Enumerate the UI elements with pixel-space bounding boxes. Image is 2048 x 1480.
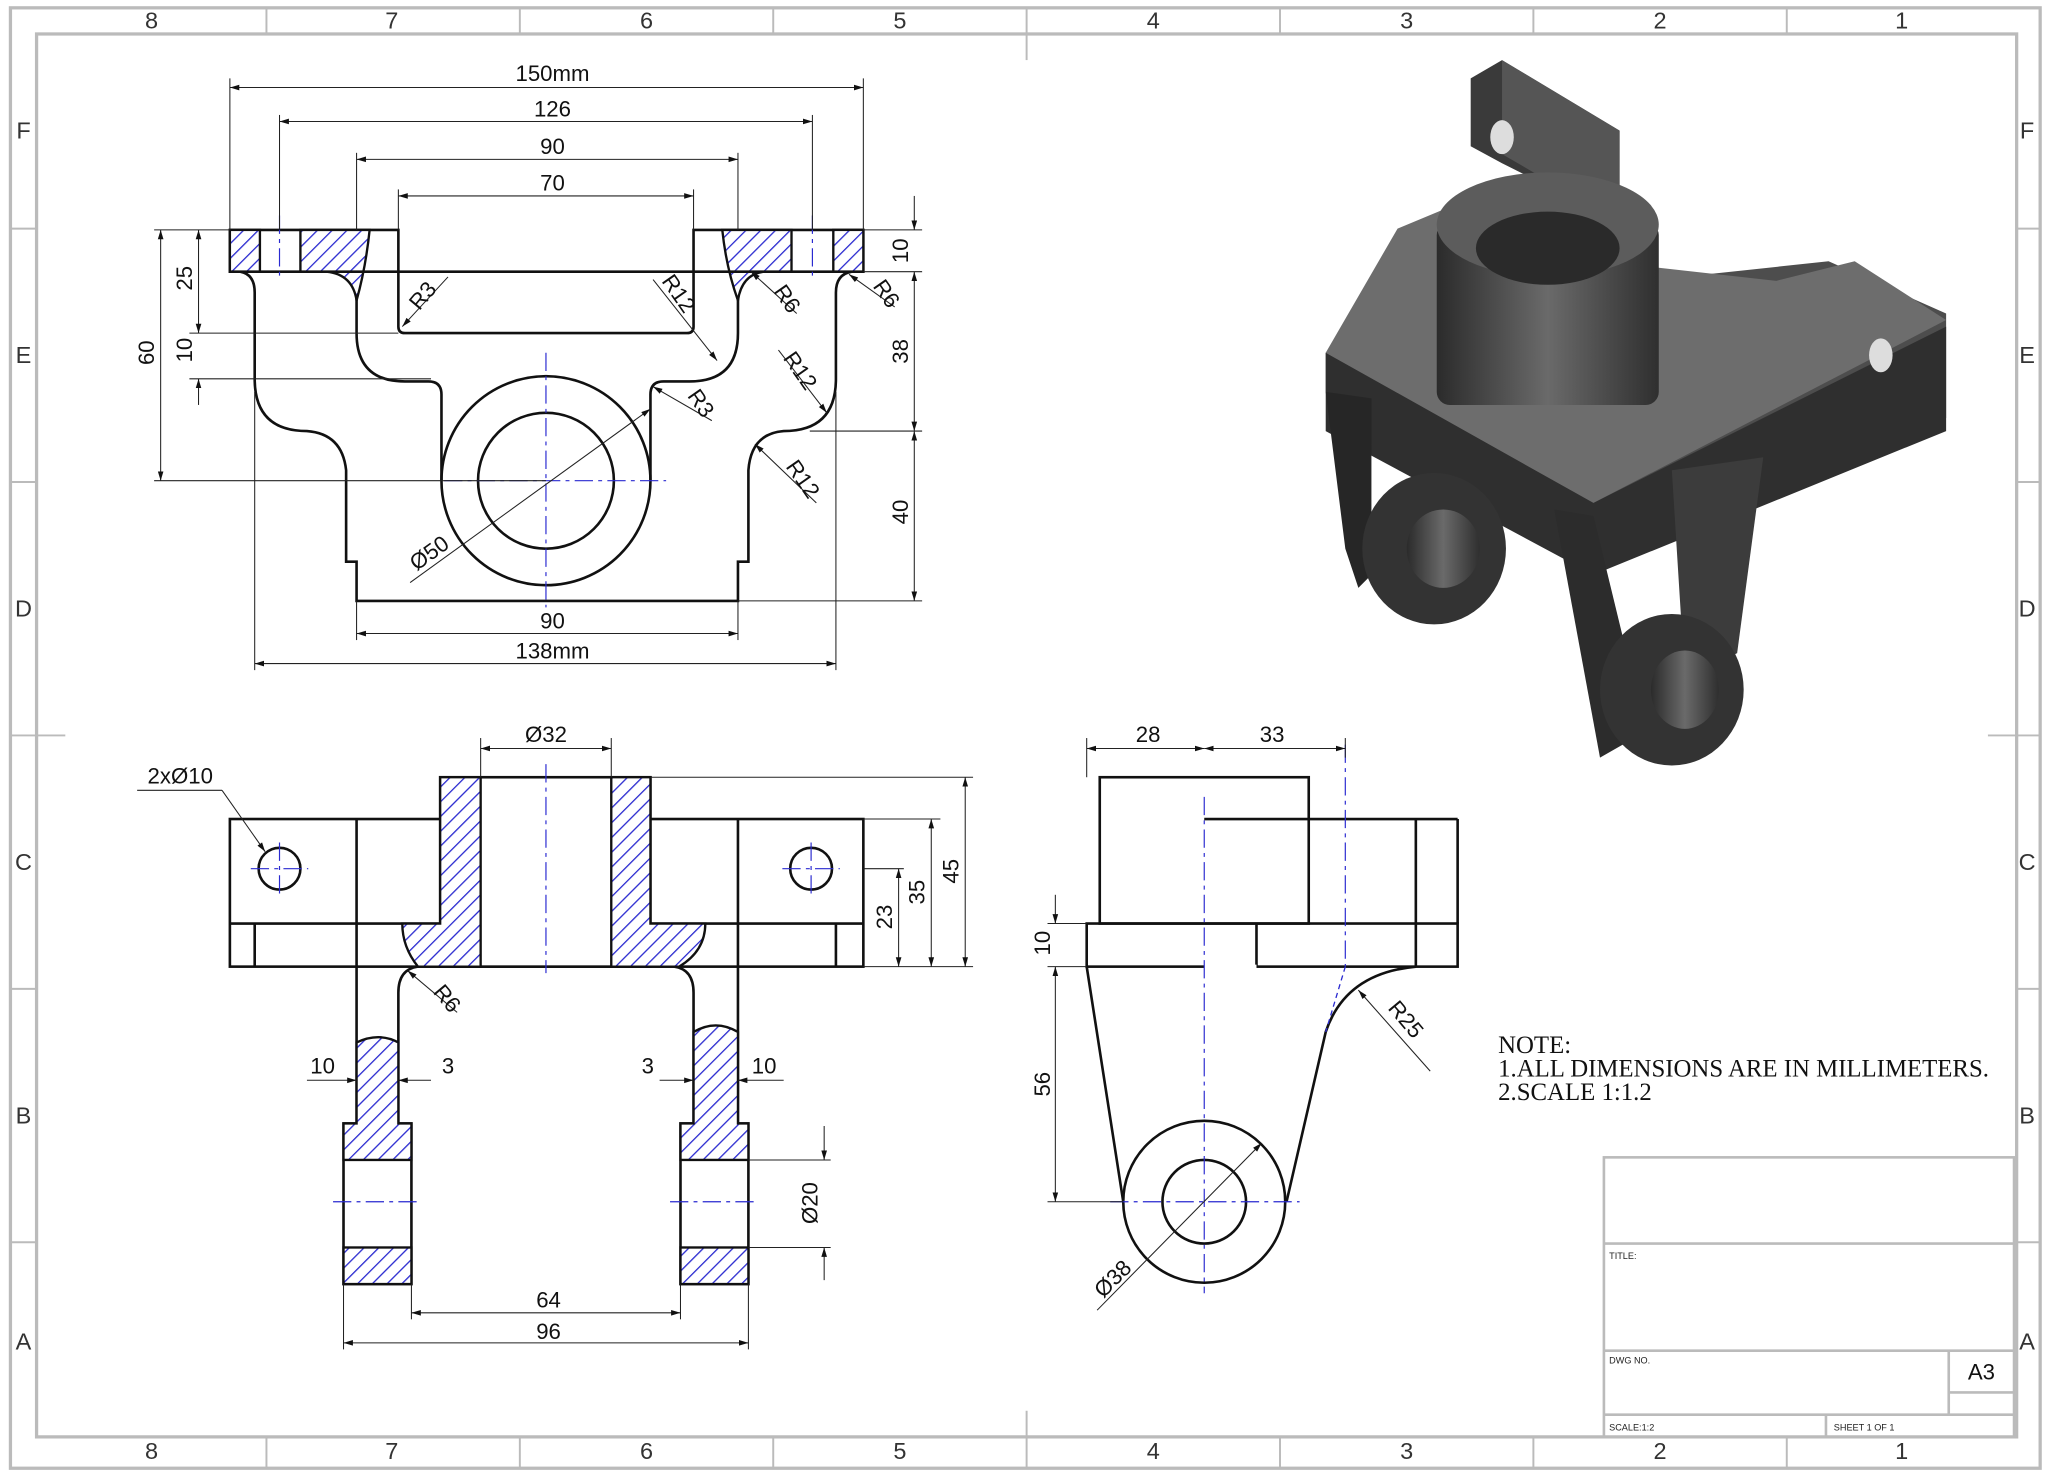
zone-col-label: 7 — [385, 8, 398, 34]
front-section-view: 150mm 126 90 70 10 38 40 25 10 60 R3 R12… — [134, 61, 923, 671]
zone-row-label: F — [16, 117, 30, 143]
zone-col-label: 5 — [893, 1438, 906, 1464]
note-heading: NOTE: — [1498, 1032, 1571, 1059]
zone-col-label: 7 — [385, 1438, 398, 1464]
dim-r6-outer: R6 — [868, 275, 905, 313]
dim-10: 10 — [1030, 931, 1055, 956]
zone-col-label: 4 — [1147, 8, 1160, 34]
top-section-view: Ø32 2xØ10 23 35 45 R6 10 3 3 10 Ø20 64 9… — [137, 722, 974, 1350]
dim-width-138: 138mm — [515, 638, 589, 663]
sheet-frame — [8, 6, 2042, 1470]
zone-row-label: A — [2019, 1328, 2035, 1354]
dim-height-38: 38 — [888, 339, 913, 364]
zone-col-label: 4 — [1147, 1438, 1160, 1464]
dim-r6-inner: R6 — [769, 280, 806, 318]
zone-col-label: 1 — [1895, 1438, 1908, 1464]
zone-row-label: D — [15, 596, 32, 622]
note-line-1: 1.ALL DIMENSIONS ARE IN MILLIMETERS. — [1498, 1055, 1989, 1082]
dim-2x-dia-10: 2xØ10 — [148, 764, 213, 789]
dim-28: 28 — [1136, 722, 1161, 747]
dim-r6: R6 — [429, 979, 466, 1017]
zone-col-label: 8 — [145, 1438, 158, 1464]
zone-row-label: B — [16, 1102, 32, 1128]
zone-row-label: B — [2019, 1102, 2035, 1128]
dim-depth-25: 25 — [172, 266, 197, 291]
sheet-number: SHEET 1 OF 1 — [1834, 1422, 1895, 1432]
zone-row-label: E — [16, 342, 32, 368]
zone-labels: 8 7 6 5 4 3 2 1 8 7 6 5 4 3 2 1 F E D C … — [15, 8, 2036, 1464]
dim-10-right-leg: 10 — [752, 1054, 777, 1079]
dim-64: 64 — [536, 1288, 561, 1313]
zone-col-label: 2 — [1654, 1438, 1667, 1464]
dim-dia-20: Ø20 — [798, 1182, 823, 1224]
dim-3-left: 3 — [442, 1054, 454, 1079]
dim-3-right: 3 — [642, 1054, 654, 1079]
zone-col-label: 3 — [1400, 1438, 1413, 1464]
dim-10-left-leg: 10 — [310, 1054, 335, 1079]
zone-row-label: C — [15, 849, 32, 875]
dim-96: 96 — [536, 1319, 561, 1344]
scale-label: SCALE:1:2 — [1609, 1422, 1654, 1432]
zone-col-label: 8 — [145, 8, 158, 34]
zone-col-label: 2 — [1654, 8, 1667, 34]
dim-r12-outer: R12 — [778, 347, 822, 395]
note-line-2: 2.SCALE 1:1.2 — [1498, 1079, 1652, 1106]
zone-row-label: D — [2019, 596, 2036, 622]
dim-width-70: 70 — [540, 171, 565, 196]
dim-width-90-bottom: 90 — [540, 608, 565, 633]
dim-width-150: 150mm — [515, 61, 589, 86]
dim-r25: R25 — [1383, 996, 1428, 1043]
title-label: TITLE: — [1609, 1251, 1636, 1261]
dim-dia-38: Ø38 — [1089, 1255, 1136, 1302]
zone-col-label: 6 — [640, 1438, 653, 1464]
zone-row-label: E — [2019, 342, 2035, 368]
dim-width-90-top: 90 — [540, 134, 565, 159]
zone-col-label: 3 — [1400, 8, 1413, 34]
dim-45: 45 — [939, 859, 964, 884]
zone-row-label: F — [2020, 117, 2034, 143]
dim-r3-top: R3 — [404, 277, 441, 315]
zone-row-label: C — [2019, 849, 2036, 875]
zone-col-label: 6 — [640, 8, 653, 34]
dim-width-126: 126 — [534, 96, 571, 121]
dim-23: 23 — [872, 905, 897, 930]
isometric-model-view — [1325, 60, 1947, 766]
dim-10-left: 10 — [172, 338, 197, 363]
side-view: 28 33 10 56 R25 Ø38 — [1030, 722, 1459, 1311]
dim-r12-lower: R12 — [781, 455, 825, 503]
dim-flange-10: 10 — [888, 238, 913, 263]
sheet-size: A3 — [1968, 1359, 1995, 1384]
dwg-no-label: DWG NO. — [1609, 1356, 1650, 1366]
title-block: TITLE: DWG NO. A3 SCALE:1:2 SHEET 1 OF 1 — [1602, 1156, 2016, 1439]
dim-35: 35 — [905, 880, 930, 905]
dim-height-60: 60 — [134, 340, 159, 365]
dim-r3-right: R3 — [683, 384, 720, 422]
zone-row-label: A — [16, 1328, 32, 1354]
dim-33: 33 — [1260, 722, 1285, 747]
dim-height-40: 40 — [888, 500, 913, 525]
zone-col-label: 1 — [1895, 8, 1908, 34]
zone-col-label: 5 — [893, 8, 906, 34]
dim-dia-32: Ø32 — [525, 722, 567, 747]
drawing-notes: NOTE: 1.ALL DIMENSIONS ARE IN MILLIMETER… — [1498, 1032, 1989, 1106]
dim-56: 56 — [1030, 1072, 1055, 1097]
